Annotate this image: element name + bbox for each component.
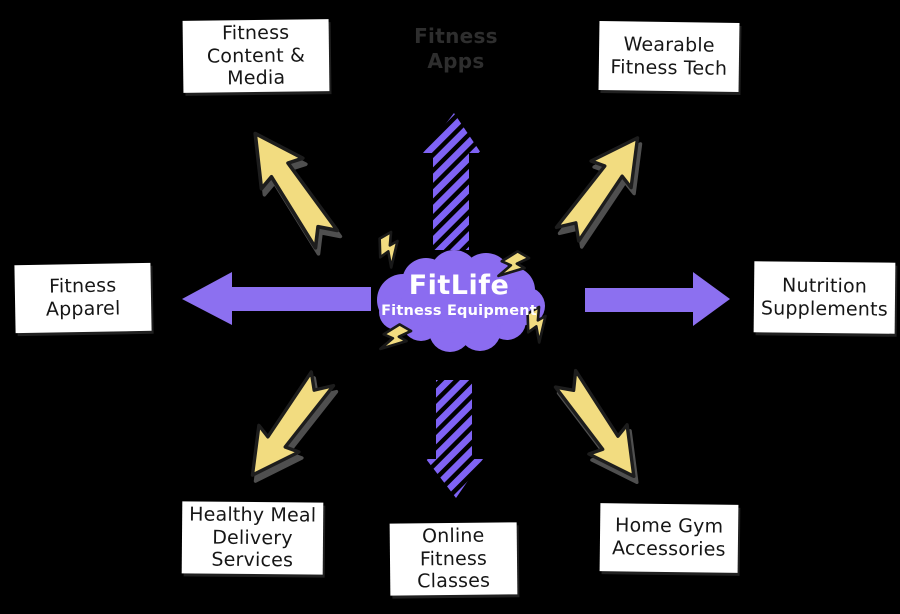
node-line: Apps [427,49,485,73]
arrow-down-right [543,362,659,498]
node-line: Delivery [212,526,293,549]
node-line: Healthy Meal [189,503,317,527]
node-fitness-apparel: Fitness Apparel [14,262,152,334]
node-line: Fitness Tech [610,55,728,80]
arrow-left [182,272,371,325]
node-line: Fitness [419,547,488,570]
node-line: Apparel [45,297,121,321]
node-line: Home Gym [614,514,724,538]
node-line: Supplements [760,296,888,321]
node-line: Nutrition [782,274,868,298]
node-line: Fitness [48,274,117,298]
node-line: Media [227,67,286,90]
node-home-gym-accessories: Home Gym Accessories [599,503,739,573]
node-wearable-fitness-tech: Wearable Fitness Tech [598,21,740,92]
arrow-up [423,113,481,250]
node-line: Accessories [611,537,726,561]
cloud-shape [377,250,545,352]
node-nutrition-supplements: Nutrition Supplements [753,261,896,334]
node-line: Fitness [221,21,290,45]
node-line: Content & [206,43,306,68]
node-healthy-meal-delivery-services: Healthy Meal Delivery Services [181,501,324,575]
node-line: Fitness [414,24,498,48]
node-online-fitness-classes: Online Fitness Classes [389,522,518,596]
node-line: Services [211,549,294,572]
arrow-up-right [545,122,662,257]
arrow-right [585,272,730,326]
arrow-down [426,380,483,498]
node-line: Wearable [623,33,715,57]
node-line: Classes [417,570,491,593]
arrow-down-left [231,362,348,497]
node-line: Online [421,524,485,548]
arrow-up-left [232,117,354,263]
node-fitness-content-media: Fitness Content & Media [182,19,330,93]
node-fitness-apps-dimmed: Fitness Apps [393,24,519,74]
lightning-icon [370,230,409,271]
